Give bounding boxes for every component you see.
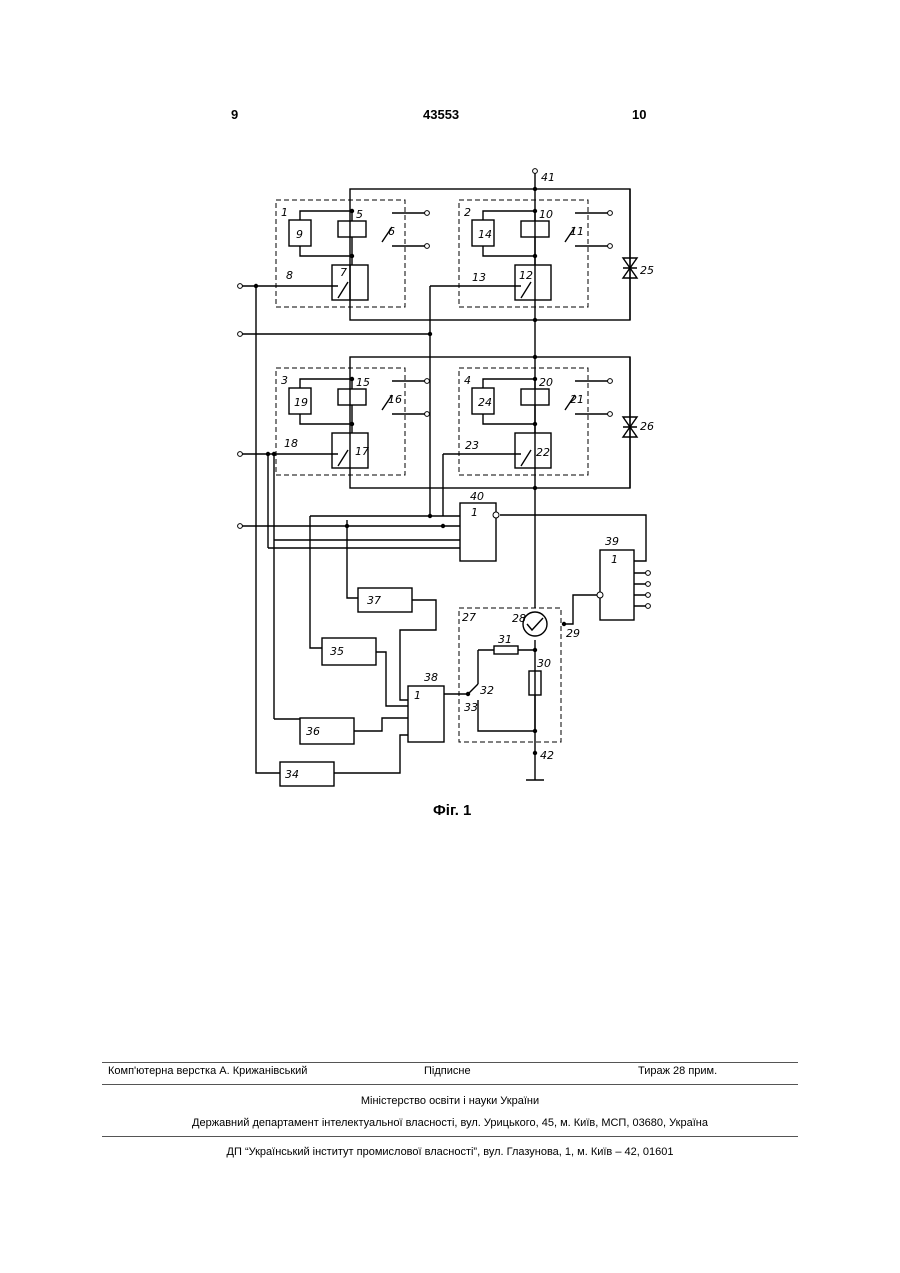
module-1: [276, 200, 405, 307]
label-8: 8: [286, 269, 293, 282]
footer-rule-top: [102, 1062, 798, 1063]
label-10: 10: [539, 208, 553, 221]
label-24: 24: [478, 396, 492, 409]
label-12: 12: [519, 269, 533, 282]
label-29: 29: [566, 627, 580, 640]
label-9: 9: [296, 228, 303, 241]
footer-rule-middle: [102, 1084, 798, 1085]
label-40: 40: [470, 490, 484, 503]
label-5: 5: [356, 208, 363, 221]
label-17: 17: [355, 445, 369, 458]
label-13: 13: [472, 271, 486, 284]
label-34: 34: [285, 768, 299, 781]
label-37: 37: [367, 594, 381, 607]
footer-rule-bottom: [102, 1136, 798, 1137]
footer-ministry: Міністерство освіти і науки України: [102, 1095, 798, 1107]
footer-signed: Підписне: [424, 1065, 471, 1077]
label-32: 32: [480, 684, 494, 697]
label-2: 2: [464, 206, 471, 219]
footer-layout: Комп'ютерна верстка А. Крижанівський: [108, 1065, 307, 1077]
footer-institute: ДП “Український інститут промислової вла…: [102, 1146, 798, 1158]
label-11: 11: [570, 225, 584, 238]
gate-39-symbol: 1: [611, 553, 618, 566]
figure-caption: Фіг. 1: [433, 802, 471, 819]
label-3: 3: [281, 374, 288, 387]
label-16: 16: [388, 393, 402, 406]
label-42: 42: [540, 749, 554, 762]
module-3: [276, 368, 405, 475]
label-33: 33: [464, 701, 478, 714]
label-15: 15: [356, 376, 370, 389]
footer-circulation: Тираж 28 прим.: [638, 1065, 717, 1077]
footer-department: Державний департамент інтелектуальної вл…: [102, 1117, 798, 1129]
label-1: 1: [281, 206, 288, 219]
label-19: 19: [294, 396, 308, 409]
label-6: 6: [388, 225, 395, 238]
gate-38-symbol: 1: [414, 689, 421, 702]
label-30: 30: [537, 657, 551, 670]
label-39: 39: [605, 535, 619, 548]
label-27: 27: [462, 611, 476, 624]
label-7: 7: [340, 266, 347, 279]
module-4: [459, 368, 588, 475]
label-21: 21: [570, 393, 584, 406]
block-15: [338, 389, 366, 405]
label-14: 14: [478, 228, 492, 241]
circuit-diagram: 41 1 5 9 6 8 7 2 10 14 11 13 12 25 3 15 …: [0, 0, 900, 830]
label-26: 26: [640, 420, 654, 433]
label-31: 31: [498, 633, 512, 646]
module-2: [459, 200, 588, 307]
label-36: 36: [306, 725, 320, 738]
label-23: 23: [465, 439, 479, 452]
label-4: 4: [464, 374, 471, 387]
label-20: 20: [539, 376, 553, 389]
resistor-31: [494, 646, 518, 654]
gate-40: [460, 503, 496, 561]
label-22: 22: [536, 446, 550, 459]
label-35: 35: [330, 645, 344, 658]
label-28: 28: [512, 612, 526, 625]
label-38: 38: [424, 671, 438, 684]
label-25: 25: [640, 264, 654, 277]
block-5: [338, 221, 366, 237]
gate-40-symbol: 1: [471, 506, 478, 519]
lamp-28: [523, 612, 547, 636]
label-18: 18: [284, 437, 298, 450]
label-41: 41: [541, 171, 555, 184]
